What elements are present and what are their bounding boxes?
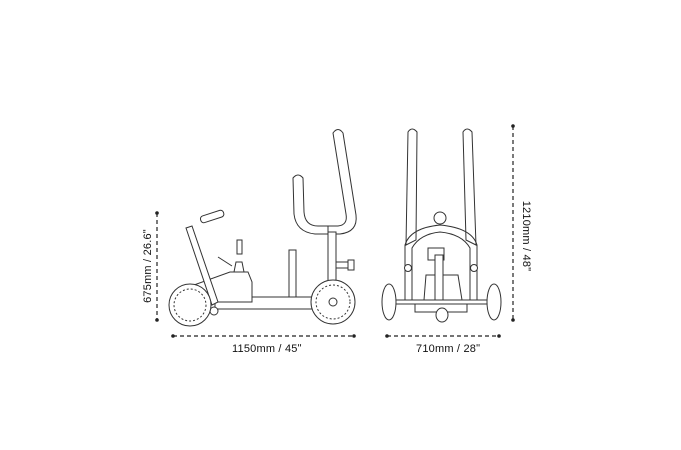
front-left-handle bbox=[405, 128, 418, 246]
side-height-label: 675mm / 26.6ʺ bbox=[142, 229, 154, 303]
front-left-wheel bbox=[381, 283, 397, 321]
side-tall-handle bbox=[327, 129, 357, 235]
dim-endpoint bbox=[352, 334, 356, 338]
side-front-tread bbox=[315, 284, 351, 320]
dimension-lines bbox=[155, 124, 515, 338]
side-brake-lever bbox=[236, 239, 243, 255]
front-arch bbox=[404, 224, 478, 300]
dim-endpoint bbox=[497, 334, 501, 338]
front-width-label: 710mm / 28ʺ bbox=[416, 343, 481, 355]
front-center-wheel bbox=[435, 307, 449, 323]
side-lever-arm bbox=[217, 256, 233, 267]
dim-endpoint bbox=[511, 318, 515, 322]
side-steering-lever bbox=[185, 225, 219, 306]
front-seat-knob bbox=[433, 211, 447, 225]
side-length-label: 1150mm / 45ʺ bbox=[232, 343, 302, 355]
side-front-hub bbox=[328, 297, 338, 307]
dim-endpoint bbox=[155, 211, 159, 215]
front-right-pin bbox=[470, 264, 478, 272]
side-rear-tread bbox=[173, 288, 207, 322]
front-left-pin bbox=[404, 264, 412, 272]
dim-endpoint bbox=[511, 124, 515, 128]
front-arch-inner bbox=[411, 231, 471, 300]
dim-endpoint bbox=[385, 334, 389, 338]
front-right-wheel bbox=[486, 283, 502, 321]
front-height-label: 1210mm / 48ʺ bbox=[520, 200, 532, 272]
side-short-handle bbox=[292, 174, 329, 235]
side-pop-pin bbox=[335, 261, 349, 269]
side-steering-grip bbox=[199, 209, 225, 224]
front-view bbox=[381, 128, 502, 323]
front-right-handle bbox=[462, 128, 477, 246]
side-weight-peg bbox=[288, 249, 297, 299]
side-view bbox=[168, 129, 357, 327]
dim-endpoint bbox=[171, 334, 175, 338]
front-axle bbox=[387, 299, 499, 305]
dim-endpoint bbox=[155, 318, 159, 322]
front-column bbox=[434, 254, 444, 301]
side-motor-cap bbox=[233, 261, 245, 273]
side-pop-pin-knob bbox=[347, 259, 355, 271]
side-rear-wheel bbox=[168, 283, 212, 327]
